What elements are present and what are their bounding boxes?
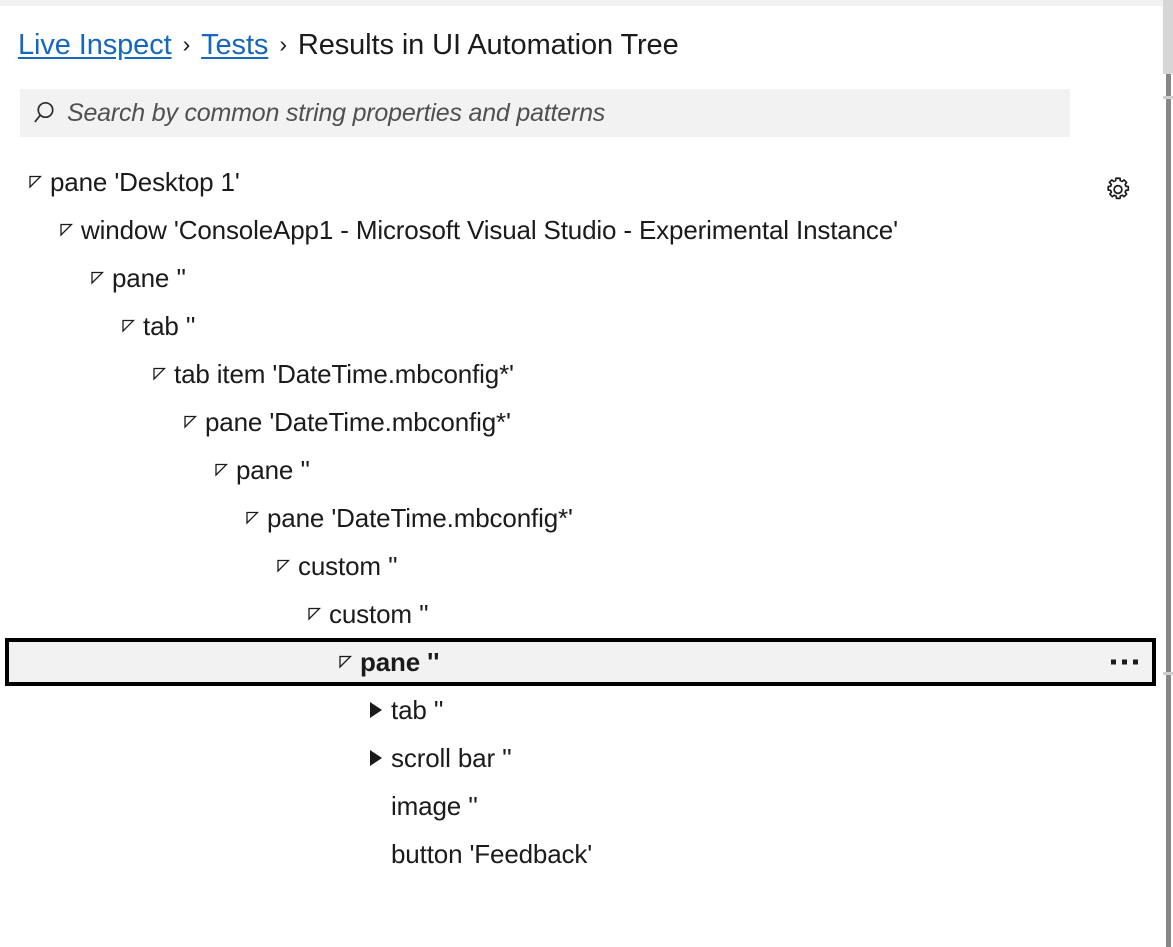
tree-row-label: pane '' — [112, 262, 186, 293]
page-title: Results in UI Automation Tree — [297, 28, 679, 61]
breadcrumb-item-tests[interactable]: Tests — [201, 28, 269, 61]
tree-row-selected[interactable]: pane '' — [5, 638, 1156, 686]
vertical-scrollbar[interactable] — [1163, 0, 1173, 947]
search-icon — [33, 99, 61, 127]
tree-row-label: custom '' — [329, 598, 429, 629]
expanded-twisty-icon[interactable] — [270, 559, 296, 573]
tree-row[interactable]: pane '' — [0, 254, 1163, 302]
expanded-twisty-icon[interactable] — [146, 367, 172, 381]
tree-row[interactable]: custom '' — [0, 542, 1163, 590]
breadcrumb-separator-icon: › — [182, 30, 191, 57]
scrollbar-notch — [1163, 96, 1173, 99]
tree-row-label: scroll bar '' — [391, 742, 512, 773]
breadcrumb-separator-icon: › — [279, 30, 287, 57]
main-content: Live Inspect › Tests › Results in UI Aut… — [0, 6, 1163, 947]
tree-row[interactable]: button 'Feedback' — [0, 830, 1163, 878]
expanded-twisty-icon[interactable] — [239, 511, 265, 525]
expanded-twisty-icon[interactable] — [115, 319, 141, 333]
scrollbar-notch — [1163, 672, 1173, 675]
tree-row[interactable]: window 'ConsoleApp1 - Microsoft Visual S… — [0, 206, 1163, 254]
gear-icon — [1103, 175, 1133, 210]
expanded-twisty-icon[interactable] — [301, 607, 327, 621]
tree-row[interactable]: custom '' — [0, 590, 1163, 638]
tree-row[interactable]: pane 'DateTime.mbconfig*' — [0, 398, 1163, 446]
collapsed-twisty-icon[interactable] — [363, 750, 389, 766]
scrollbar-track[interactable] — [1166, 0, 1171, 947]
tree-row-label: tab item 'DateTime.mbconfig*' — [174, 358, 514, 389]
expanded-twisty-icon[interactable] — [22, 175, 48, 189]
settings-button[interactable] — [1100, 174, 1136, 210]
tree-row-label: pane 'Desktop 1' — [50, 166, 240, 197]
tree-row[interactable]: tab '' — [0, 686, 1163, 734]
tree-row-label: pane 'DateTime.mbconfig*' — [205, 406, 511, 437]
tree-row-label: custom '' — [298, 550, 398, 581]
tree-row-label: tab '' — [143, 310, 196, 341]
breadcrumb-item-live-inspect[interactable]: Live Inspect — [18, 28, 172, 61]
search-row: Search by common string properties and p… — [0, 84, 1163, 199]
search-placeholder: Search by common string properties and p… — [67, 98, 606, 127]
tree-row-label: image '' — [391, 790, 478, 821]
tree-row[interactable]: tab '' — [0, 302, 1163, 350]
expanded-twisty-icon[interactable] — [177, 415, 203, 429]
tree-row[interactable]: pane 'DateTime.mbconfig*' — [0, 494, 1163, 542]
tree-row[interactable]: image '' — [0, 782, 1163, 830]
expanded-twisty-icon[interactable] — [84, 271, 110, 285]
expanded-twisty-icon[interactable] — [53, 223, 79, 237]
ui-automation-tree: pane 'Desktop 1' window 'ConsoleApp1 - Mi… — [0, 158, 1163, 878]
collapsed-twisty-icon[interactable] — [363, 702, 389, 718]
expanded-twisty-icon[interactable] — [208, 463, 234, 477]
tree-row[interactable]: pane 'Desktop 1' — [0, 158, 1163, 206]
tree-row[interactable]: scroll bar '' — [0, 734, 1163, 782]
expanded-twisty-icon[interactable] — [332, 655, 358, 669]
tree-row-label: button 'Feedback' — [391, 838, 593, 869]
tree-row[interactable]: tab item 'DateTime.mbconfig*' — [0, 350, 1163, 398]
search-input[interactable]: Search by common string properties and p… — [20, 89, 1070, 137]
window-top-strip — [0, 0, 1163, 6]
scrollbar-thumb[interactable] — [1163, 0, 1173, 74]
tree-row[interactable]: pane '' — [0, 446, 1163, 494]
ellipsis-icon[interactable] — [1111, 659, 1138, 665]
tree-row-label: pane '' — [360, 646, 440, 677]
breadcrumb: Live Inspect › Tests › Results in UI Aut… — [18, 22, 679, 68]
tree-row-label: pane 'DateTime.mbconfig*' — [267, 502, 573, 533]
tree-row-label: tab '' — [391, 694, 444, 725]
tree-row-label: window 'ConsoleApp1 - Microsoft Visual S… — [81, 214, 898, 245]
tree-row-label: pane '' — [236, 454, 310, 485]
